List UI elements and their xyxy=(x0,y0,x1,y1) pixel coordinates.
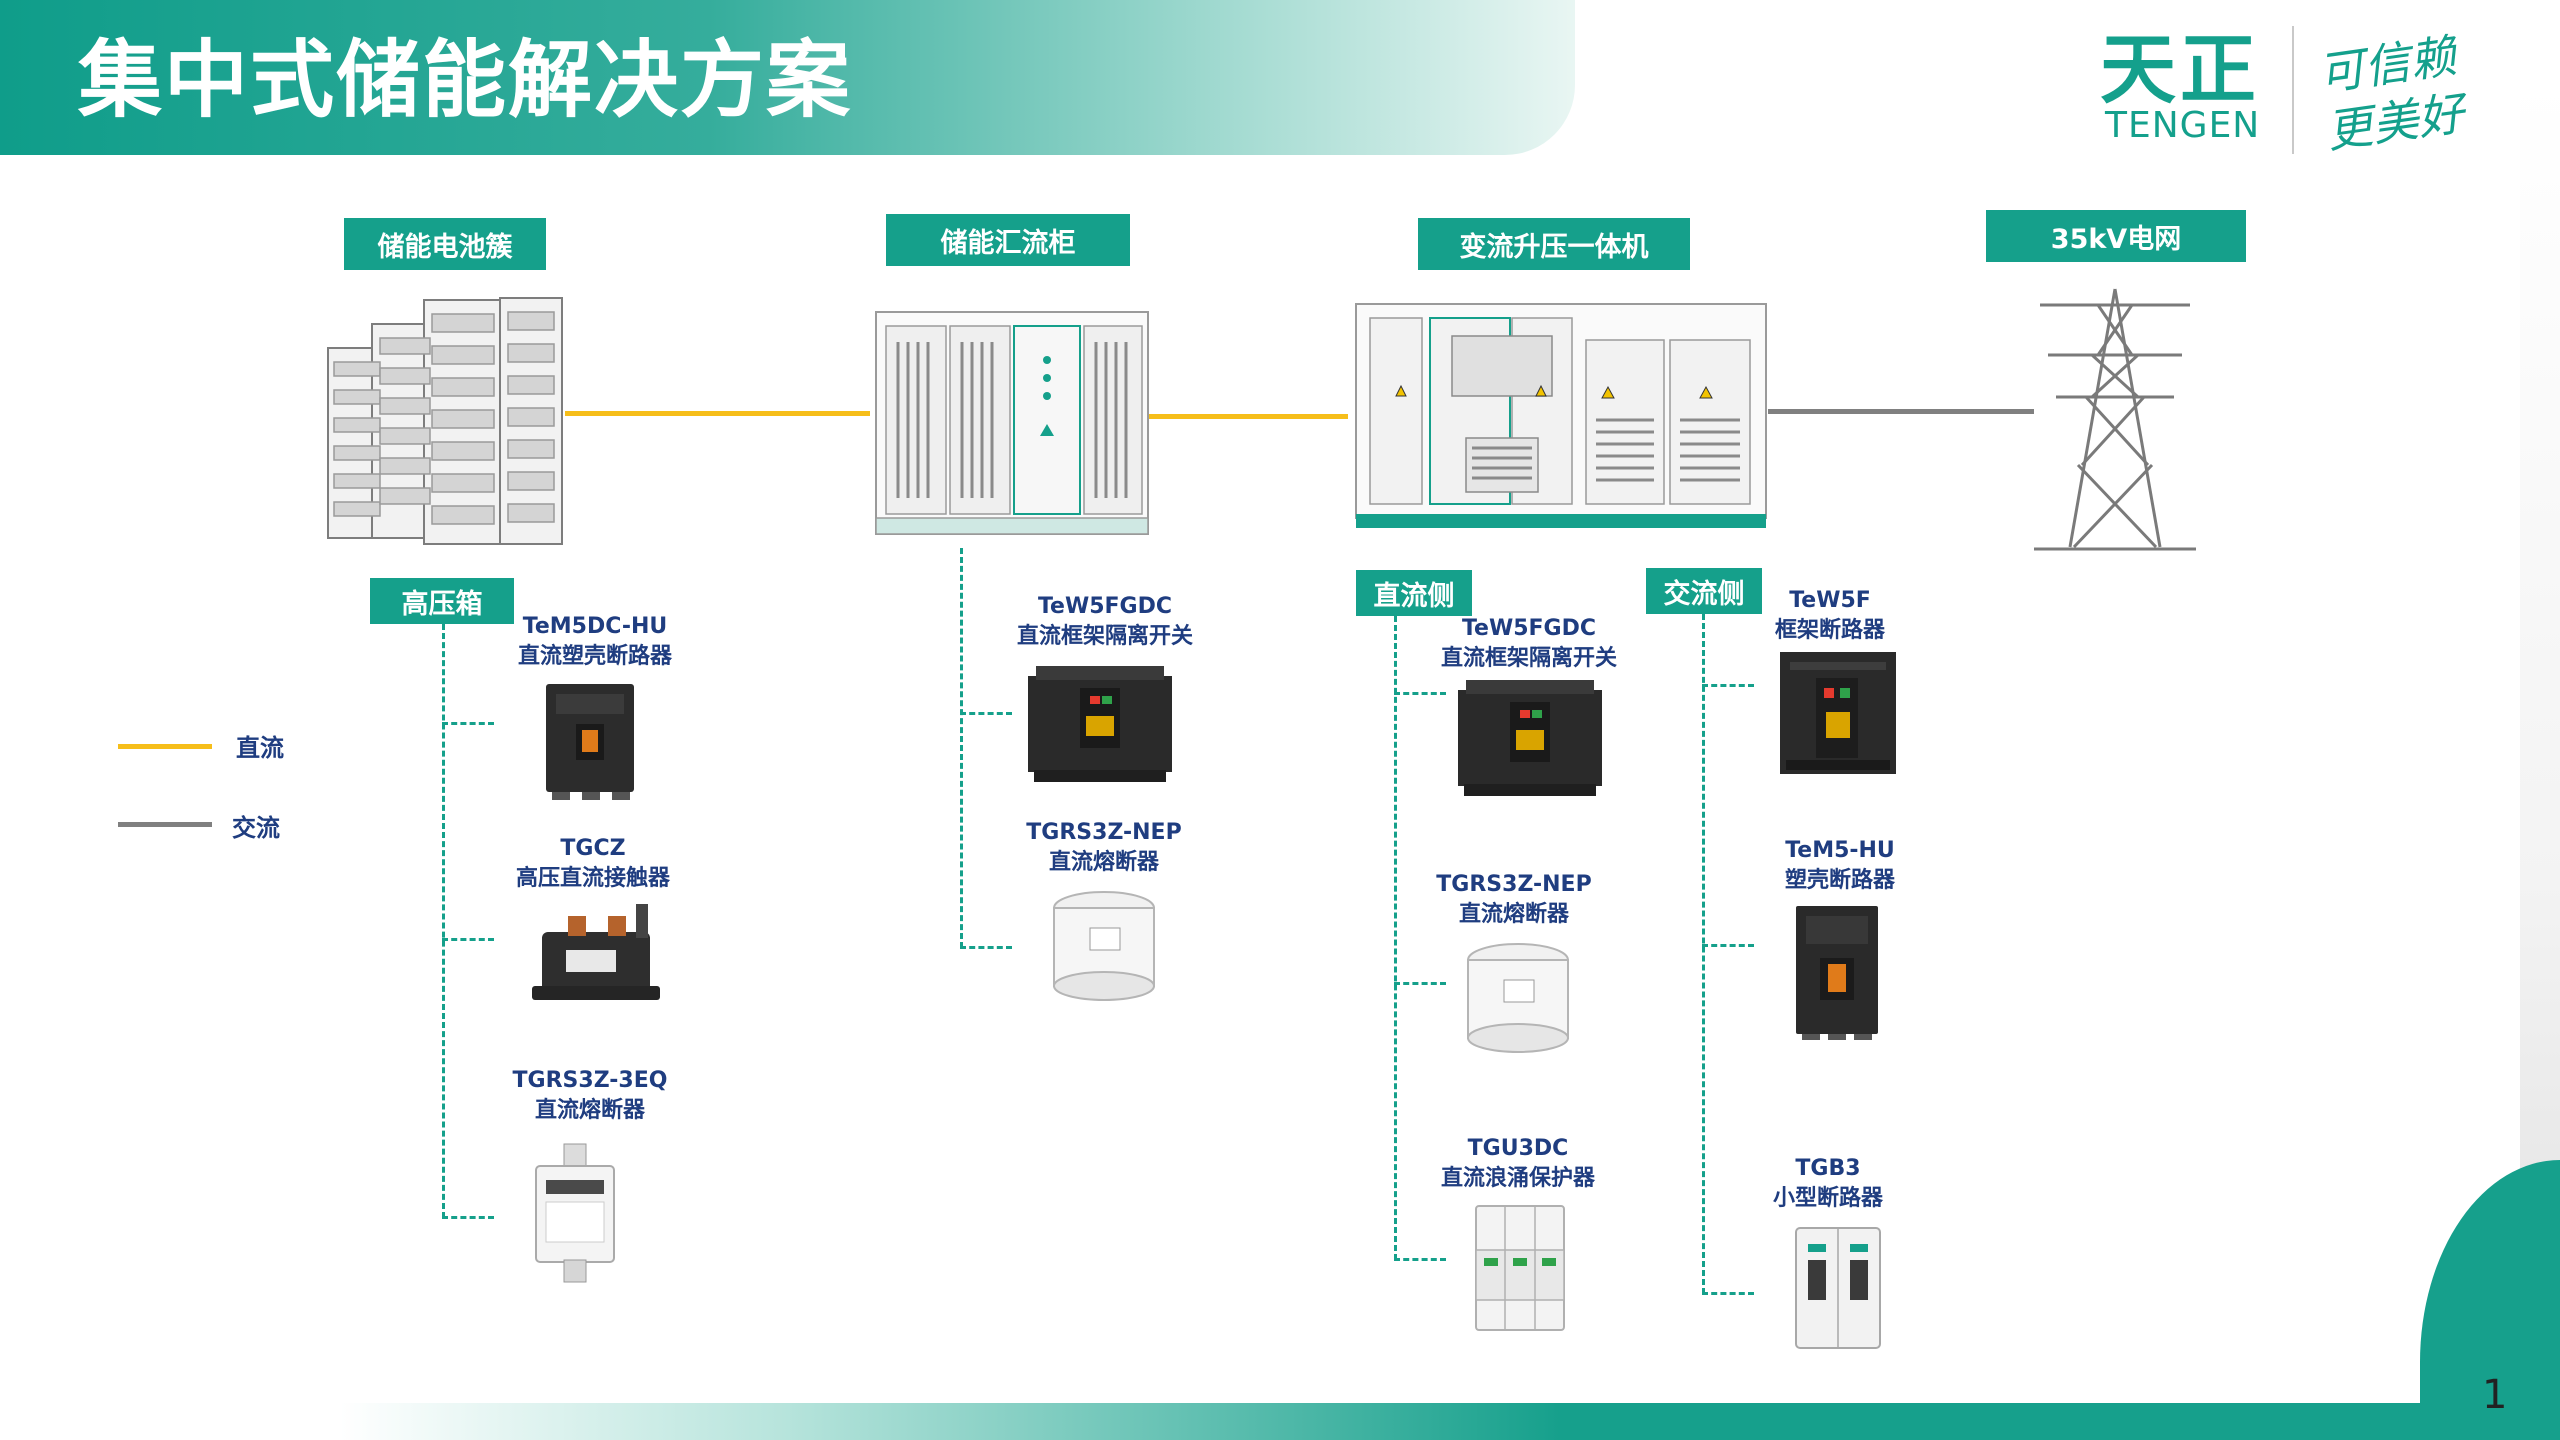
product-caption-dc2: TGRS3Z-NEP 直流熔断器 xyxy=(1394,870,1634,930)
legend-ac-swatch xyxy=(118,822,212,827)
product-name-dc1: 直流框架隔离开关 xyxy=(1440,646,1617,671)
product-model-dc2: TGRS3Z-NEP xyxy=(1436,872,1592,897)
product-model-cb1: TeW5FGDC xyxy=(1037,594,1173,619)
bottom-band-decoration xyxy=(340,1403,2560,1440)
fuse-icon xyxy=(535,1143,615,1283)
battery-rack-icon xyxy=(327,297,563,545)
title-banner xyxy=(0,0,1575,155)
hv-branch-3 xyxy=(442,1216,494,1219)
product-model-hv1: TeM5DC-HU xyxy=(522,614,668,639)
brand-slogan: 可信赖 更美好 xyxy=(2314,28,2468,159)
product-name-dc3: 直流浪涌保护器 xyxy=(1440,1166,1595,1191)
mcb-icon xyxy=(1795,1227,1881,1349)
ac-branch-1 xyxy=(1702,684,1754,687)
brand-logo-en: TENGEN xyxy=(2105,105,2261,146)
contactor-icon xyxy=(532,904,660,1000)
dc-power-line-1 xyxy=(565,411,870,416)
product-name-ac1: 框架断路器 xyxy=(1774,618,1885,643)
product-model-dc3: TGU3DC xyxy=(1467,1136,1569,1161)
page-title: 集中式储能解决方案 xyxy=(78,31,853,129)
brand-logo-cn: 天正 xyxy=(2100,25,2260,114)
hv-branch-1 xyxy=(442,722,494,725)
acb-icon xyxy=(1780,652,1896,774)
product-name-hv2: 高压直流接触器 xyxy=(515,866,670,891)
dc-side-trunk-connector xyxy=(1394,616,1397,1260)
dc-branch-3 xyxy=(1394,1258,1446,1261)
round-fuse-icon xyxy=(1053,891,1155,1001)
pcs-booster-icon xyxy=(1355,303,1767,528)
transmission-tower-icon xyxy=(2034,288,2196,551)
product-model-ac3: TGB3 xyxy=(1795,1156,1861,1181)
hv-branch-2 xyxy=(442,938,494,941)
legend-dc-label: 直流 xyxy=(236,734,284,762)
ac-branch-3 xyxy=(1702,1292,1754,1295)
product-model-ac1: TeW5F xyxy=(1789,588,1871,613)
legend-dc-swatch xyxy=(118,744,212,749)
group-label-ac-side: 交流侧 xyxy=(1646,568,1762,614)
spd-icon xyxy=(1475,1205,1565,1331)
ac-power-line xyxy=(1768,409,2034,414)
logo-divider xyxy=(2292,26,2294,154)
round-fuse-icon xyxy=(1467,943,1569,1053)
product-model-hv2: TGCZ xyxy=(560,836,626,861)
product-name-ac3: 小型断路器 xyxy=(1772,1186,1883,1211)
mccb-icon xyxy=(546,684,634,800)
ac-side-trunk-connector xyxy=(1702,614,1705,1294)
product-model-ac2: TeM5-HU xyxy=(1785,838,1895,863)
product-name-cb2: 直流熔断器 xyxy=(1048,850,1159,875)
product-caption-hv3: TGRS3Z-3EQ 直流熔断器 xyxy=(470,1066,710,1126)
frame-switch-icon xyxy=(1458,680,1602,796)
combiner-trunk-connector xyxy=(960,548,963,948)
frame-switch-icon xyxy=(1028,666,1172,782)
stage-label-battery: 储能电池簇 xyxy=(344,218,546,270)
product-caption-cb2: TGRS3Z-NEP 直流熔断器 xyxy=(984,818,1224,878)
legend-ac-label: 交流 xyxy=(232,814,280,842)
stage-label-grid: 35kV电网 xyxy=(1986,210,2246,262)
product-caption-ac1: TeW5F 框架断路器 xyxy=(1750,586,1910,646)
product-caption-ac2: TeM5-HU 塑壳断路器 xyxy=(1760,836,1920,896)
product-name-hv1: 直流塑壳断路器 xyxy=(517,644,672,669)
product-name-dc2: 直流熔断器 xyxy=(1458,902,1569,927)
product-caption-ac3: TGB3 小型断路器 xyxy=(1748,1154,1908,1214)
product-model-cb2: TGRS3Z-NEP xyxy=(1026,820,1182,845)
product-caption-cb1: TeW5FGDC 直流框架隔离开关 xyxy=(980,592,1230,652)
dc-branch-2 xyxy=(1394,982,1446,985)
stage-label-pcs: 变流升压一体机 xyxy=(1418,218,1690,270)
hv-box-trunk-connector xyxy=(442,624,445,1218)
product-caption-dc1: TeW5FGDC 直流框架隔离开关 xyxy=(1404,614,1654,674)
group-label-hv-box: 高压箱 xyxy=(370,578,514,624)
combiner-branch-1 xyxy=(960,712,1012,715)
product-model-hv3: TGRS3Z-3EQ xyxy=(512,1068,668,1093)
product-name-ac2: 塑壳断路器 xyxy=(1784,868,1895,893)
group-label-dc-side: 直流侧 xyxy=(1356,570,1472,616)
stage-label-combiner: 储能汇流柜 xyxy=(886,214,1130,266)
product-caption-dc3: TGU3DC 直流浪涌保护器 xyxy=(1398,1134,1638,1194)
product-name-cb1: 直流框架隔离开关 xyxy=(1016,624,1193,649)
dc-branch-1 xyxy=(1394,692,1446,695)
product-name-hv3: 直流熔断器 xyxy=(534,1098,645,1123)
product-caption-hv1: TeM5DC-HU 直流塑壳断路器 xyxy=(480,612,710,672)
page-number: 1 xyxy=(2482,1372,2508,1418)
ac-branch-2 xyxy=(1702,944,1754,947)
product-model-dc1: TeW5FGDC xyxy=(1461,616,1597,641)
mccb-icon xyxy=(1796,906,1878,1040)
dc-power-line-2 xyxy=(1148,414,1348,419)
product-caption-hv2: TGCZ 高压直流接触器 xyxy=(478,834,708,894)
combiner-branch-2 xyxy=(960,946,1012,949)
combiner-cabinet-icon xyxy=(875,311,1149,535)
